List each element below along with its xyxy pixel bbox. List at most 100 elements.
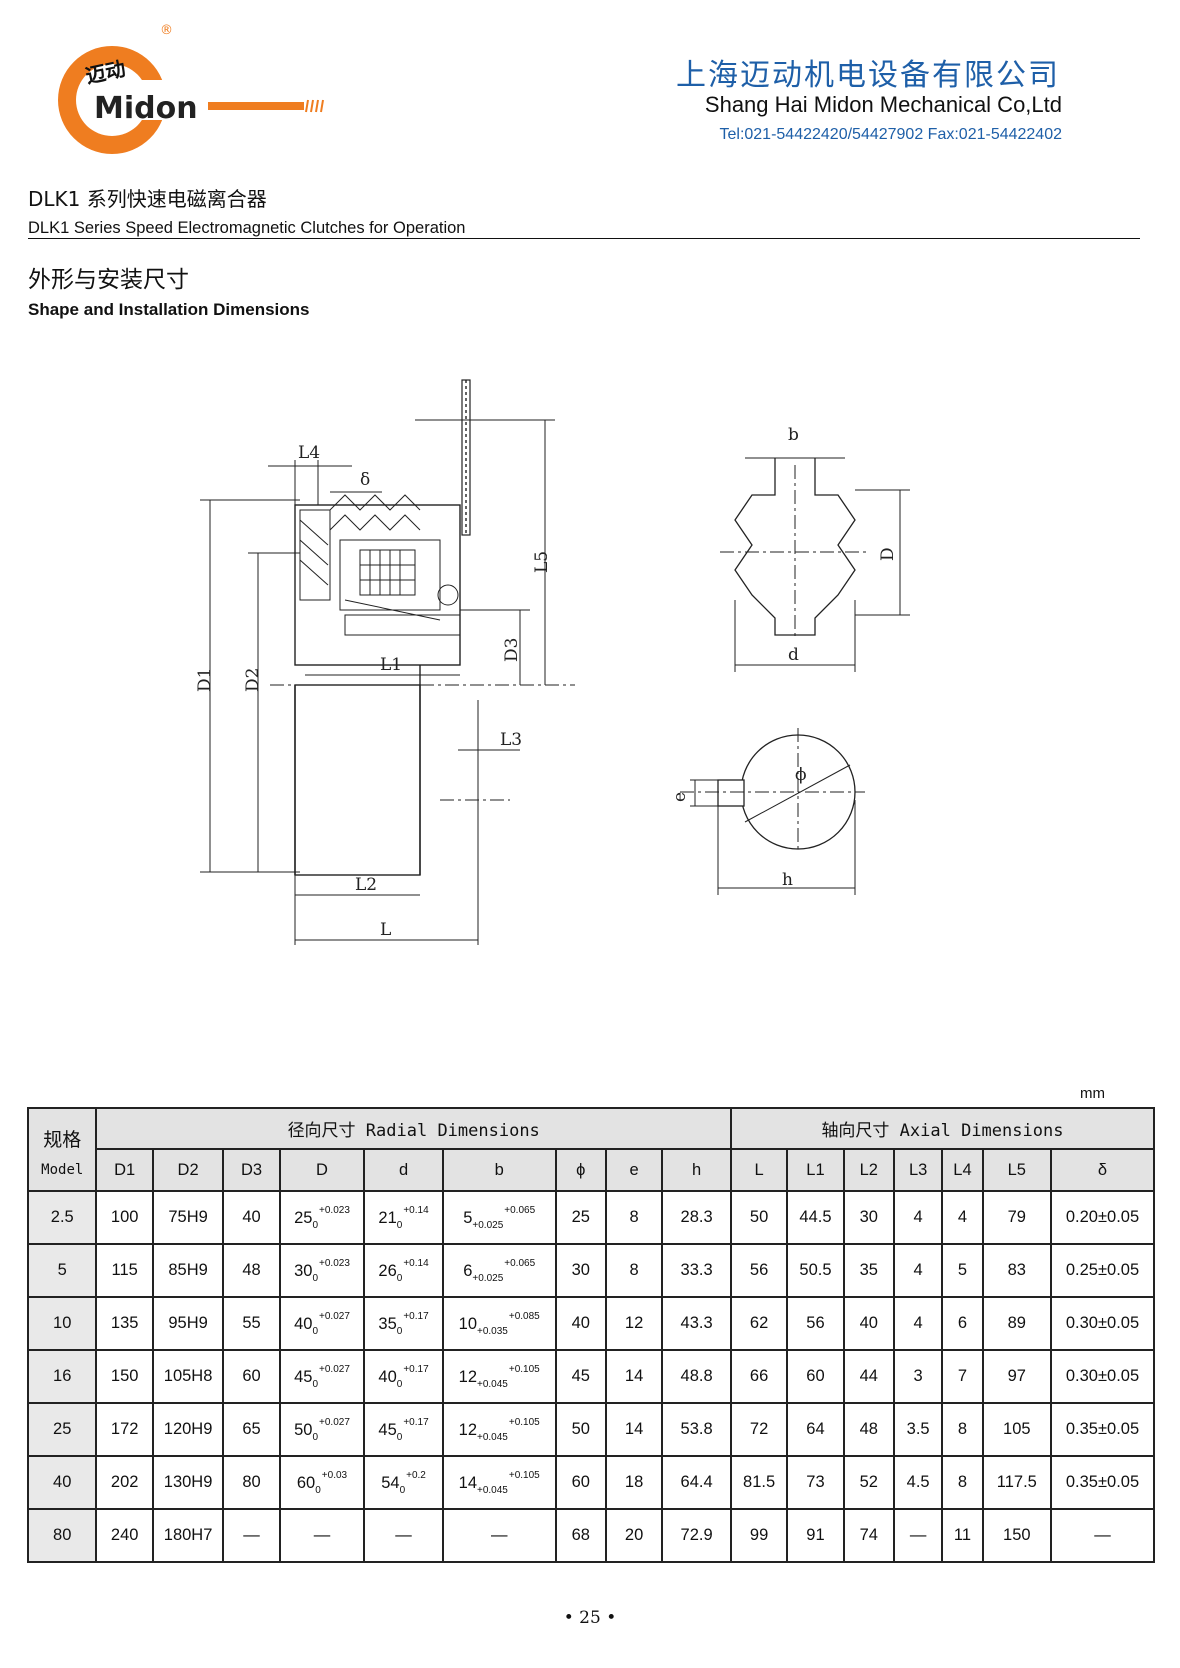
model-header-cn: 规格: [43, 1129, 82, 1151]
column-header: h: [661, 1148, 732, 1192]
column-header: L5: [981, 1148, 1053, 1192]
cell-l4: 11: [941, 1508, 984, 1563]
cell-l5: 117.5: [981, 1455, 1053, 1510]
section-title-en: Shape and Installation Dimensions: [28, 300, 310, 319]
cell-h: 64.4: [661, 1455, 732, 1510]
label-L1: L1: [380, 655, 402, 675]
cell-delta: 0.30±0.05: [1050, 1349, 1155, 1404]
cell-d: 260+0.14: [363, 1243, 444, 1298]
cell-l: 62: [729, 1296, 789, 1351]
cell-l1: 56: [786, 1296, 845, 1351]
cell-l4: 5: [941, 1243, 984, 1298]
cell-d2: 120H9: [151, 1402, 225, 1457]
cell-l1: 64: [786, 1402, 845, 1457]
cell-b: 12+0.045+0.105: [441, 1402, 557, 1457]
cell-b: —: [441, 1508, 557, 1563]
title-divider: [28, 238, 1140, 239]
column-header: L1: [786, 1148, 845, 1192]
cell-l2: 44: [842, 1349, 895, 1404]
cell-delta: 0.25±0.05: [1050, 1243, 1155, 1298]
cell-d: 300+0.023: [278, 1243, 366, 1298]
cell-b: 10+0.035+0.085: [441, 1296, 557, 1351]
cell-l5: 79: [981, 1190, 1053, 1245]
tolerance-value: 5+0.025+0.065: [463, 1204, 536, 1231]
label-phi: ϕ: [795, 765, 807, 785]
cell-l1: 73: [786, 1455, 845, 1510]
cell-d: 400+0.17: [363, 1349, 444, 1404]
column-header: ϕ: [554, 1148, 607, 1192]
cell-l4: 7: [941, 1349, 984, 1404]
cell-l4: 4: [941, 1190, 984, 1245]
column-header: L2: [842, 1148, 895, 1192]
cell-d1: 135: [95, 1296, 154, 1351]
cell-d: —: [278, 1508, 366, 1563]
label-L: L: [380, 920, 391, 940]
label-D1: D1: [195, 668, 215, 692]
cell-l4: 6: [941, 1296, 984, 1351]
cell-l3: 3: [892, 1349, 944, 1404]
tolerance-value: 300+0.023: [294, 1257, 350, 1284]
label-d: d: [788, 645, 799, 665]
cell-l: 66: [729, 1349, 789, 1404]
label-L3: L3: [500, 730, 522, 750]
cell-l: 99: [729, 1508, 789, 1563]
cell-delta: 0.35±0.05: [1050, 1455, 1155, 1510]
cell-d: 600+0.03: [278, 1455, 366, 1510]
model-cell: 80: [26, 1508, 98, 1563]
model-header: 规格 Model: [26, 1107, 98, 1192]
cell-e: 20: [604, 1508, 664, 1563]
tolerance-value: 10+0.035+0.085: [458, 1310, 540, 1337]
cell-b: 6+0.025+0.065: [441, 1243, 557, 1298]
cell-delta: 0.20±0.05: [1050, 1190, 1155, 1245]
cell-l: 72: [729, 1402, 789, 1457]
label-D2: D2: [243, 668, 263, 692]
cell-d: —: [363, 1508, 444, 1563]
label-e: e: [670, 792, 690, 802]
column-header: e: [604, 1148, 664, 1192]
label-h: h: [782, 870, 793, 890]
cell-h: 33.3: [661, 1243, 732, 1298]
company-name-cn: 上海迈动机电设备有限公司: [676, 58, 1060, 93]
cell-delta: —: [1050, 1508, 1155, 1563]
cell-l1: 60: [786, 1349, 845, 1404]
tolerance-value: 500+0.027: [294, 1416, 350, 1443]
cell-phi: 45: [554, 1349, 607, 1404]
model-cell: 5: [26, 1243, 98, 1298]
company-name-en: Shang Hai Midon Mechanical Co,Ltd: [704, 92, 1062, 117]
cell-d2: 75H9: [151, 1190, 225, 1245]
cell-b: 14+0.045+0.105: [441, 1455, 557, 1510]
cell-d2: 95H9: [151, 1296, 225, 1351]
model-cell: 2.5: [26, 1190, 98, 1245]
cell-l4: 8: [941, 1455, 984, 1510]
cell-l2: 30: [842, 1190, 895, 1245]
cell-d1: 115: [95, 1243, 154, 1298]
cell-phi: 68: [554, 1508, 607, 1563]
column-header: L3: [892, 1148, 944, 1192]
cell-e: 12: [604, 1296, 664, 1351]
model-cell: 10: [26, 1296, 98, 1351]
cell-d2: 180H7: [151, 1508, 225, 1563]
technical-drawing: L4 δ L5 L1 D3 D1 D2 L3 L2 L b D d ϕ e h: [195, 379, 910, 945]
cell-d1: 150: [95, 1349, 154, 1404]
cell-d: 540+0.2: [363, 1455, 444, 1510]
cell-d1: 202: [95, 1455, 154, 1510]
cell-l: 50: [729, 1190, 789, 1245]
cell-l5: 83: [981, 1243, 1053, 1298]
radial-dimensions-header: 径向尺寸 Radial Dimensions: [95, 1107, 732, 1150]
cell-l3: 4.5: [892, 1455, 944, 1510]
cell-d3: 65: [222, 1402, 281, 1457]
model-cell: 25: [26, 1402, 98, 1457]
cell-h: 53.8: [661, 1402, 732, 1457]
cell-l5: 89: [981, 1296, 1053, 1351]
cell-b: 5+0.025+0.065: [441, 1190, 557, 1245]
cell-d1: 100: [95, 1190, 154, 1245]
cell-d3: 60: [222, 1349, 281, 1404]
cell-l3: 4: [892, 1296, 944, 1351]
tolerance-value: 6+0.025+0.065: [463, 1257, 536, 1284]
cell-l2: 74: [842, 1508, 895, 1563]
cell-l5: 105: [981, 1402, 1053, 1457]
cell-l1: 44.5: [786, 1190, 845, 1245]
cell-l3: 4: [892, 1190, 944, 1245]
